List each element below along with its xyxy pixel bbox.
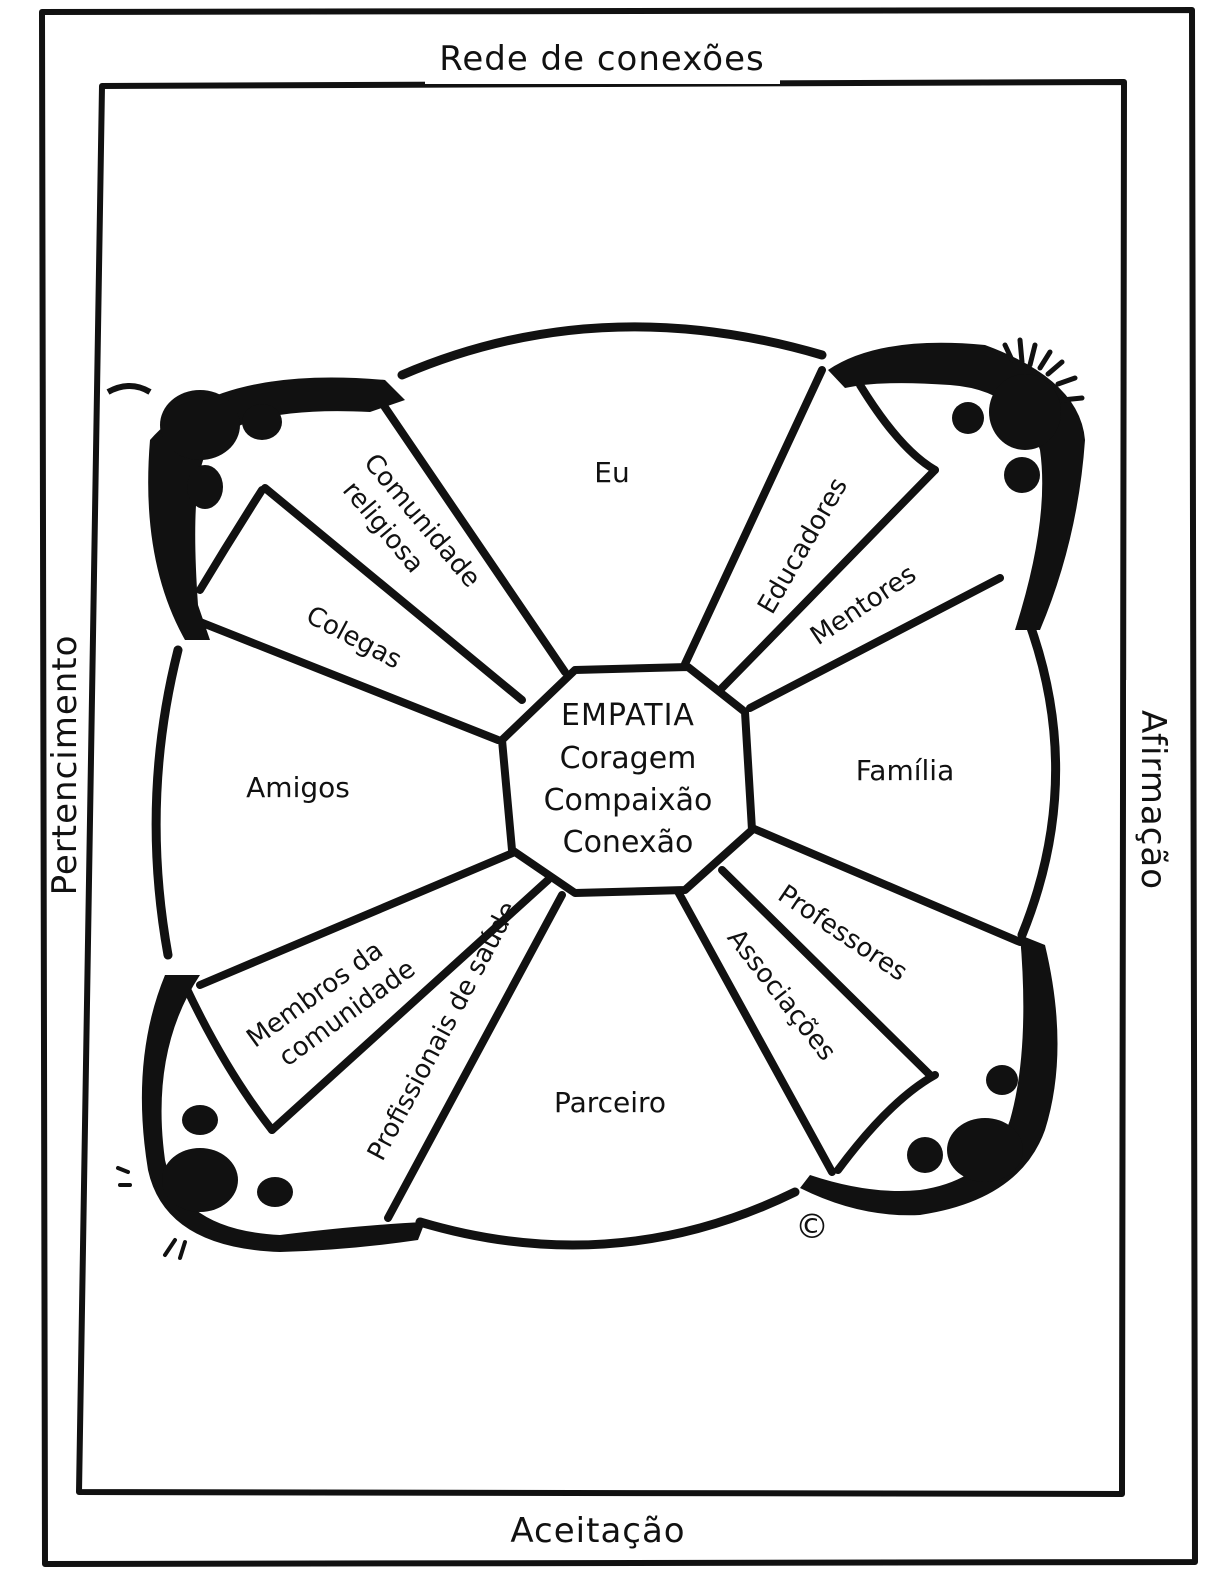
copyright-mark: © xyxy=(795,1207,829,1247)
frame-label-right: Afirmação xyxy=(1133,710,1173,890)
core-conexao: Conexão xyxy=(563,825,694,860)
label-familia: Família xyxy=(856,754,954,787)
core-empatia: EMPATIA xyxy=(561,698,695,733)
label-eu: Eu xyxy=(594,456,629,489)
label-membros-da-comunidade: Membros da comunidade xyxy=(241,927,421,1082)
frame-label-top: Rede de conexões xyxy=(439,39,765,79)
frame-label-left: Pertencimento xyxy=(45,635,85,896)
frame-label-bottom: Aceitação xyxy=(510,1511,685,1551)
label-mentores: Mentores xyxy=(805,559,922,651)
core-compaixao: Compaixão xyxy=(544,783,713,818)
label-professores: Professores xyxy=(772,879,912,987)
label-amigos: Amigos xyxy=(246,771,350,804)
label-parceiro: Parceiro xyxy=(554,1086,666,1119)
core-coragem: Coragem xyxy=(560,741,697,776)
label-comunidade-religiosa: Comunidade religiosa xyxy=(331,448,486,615)
